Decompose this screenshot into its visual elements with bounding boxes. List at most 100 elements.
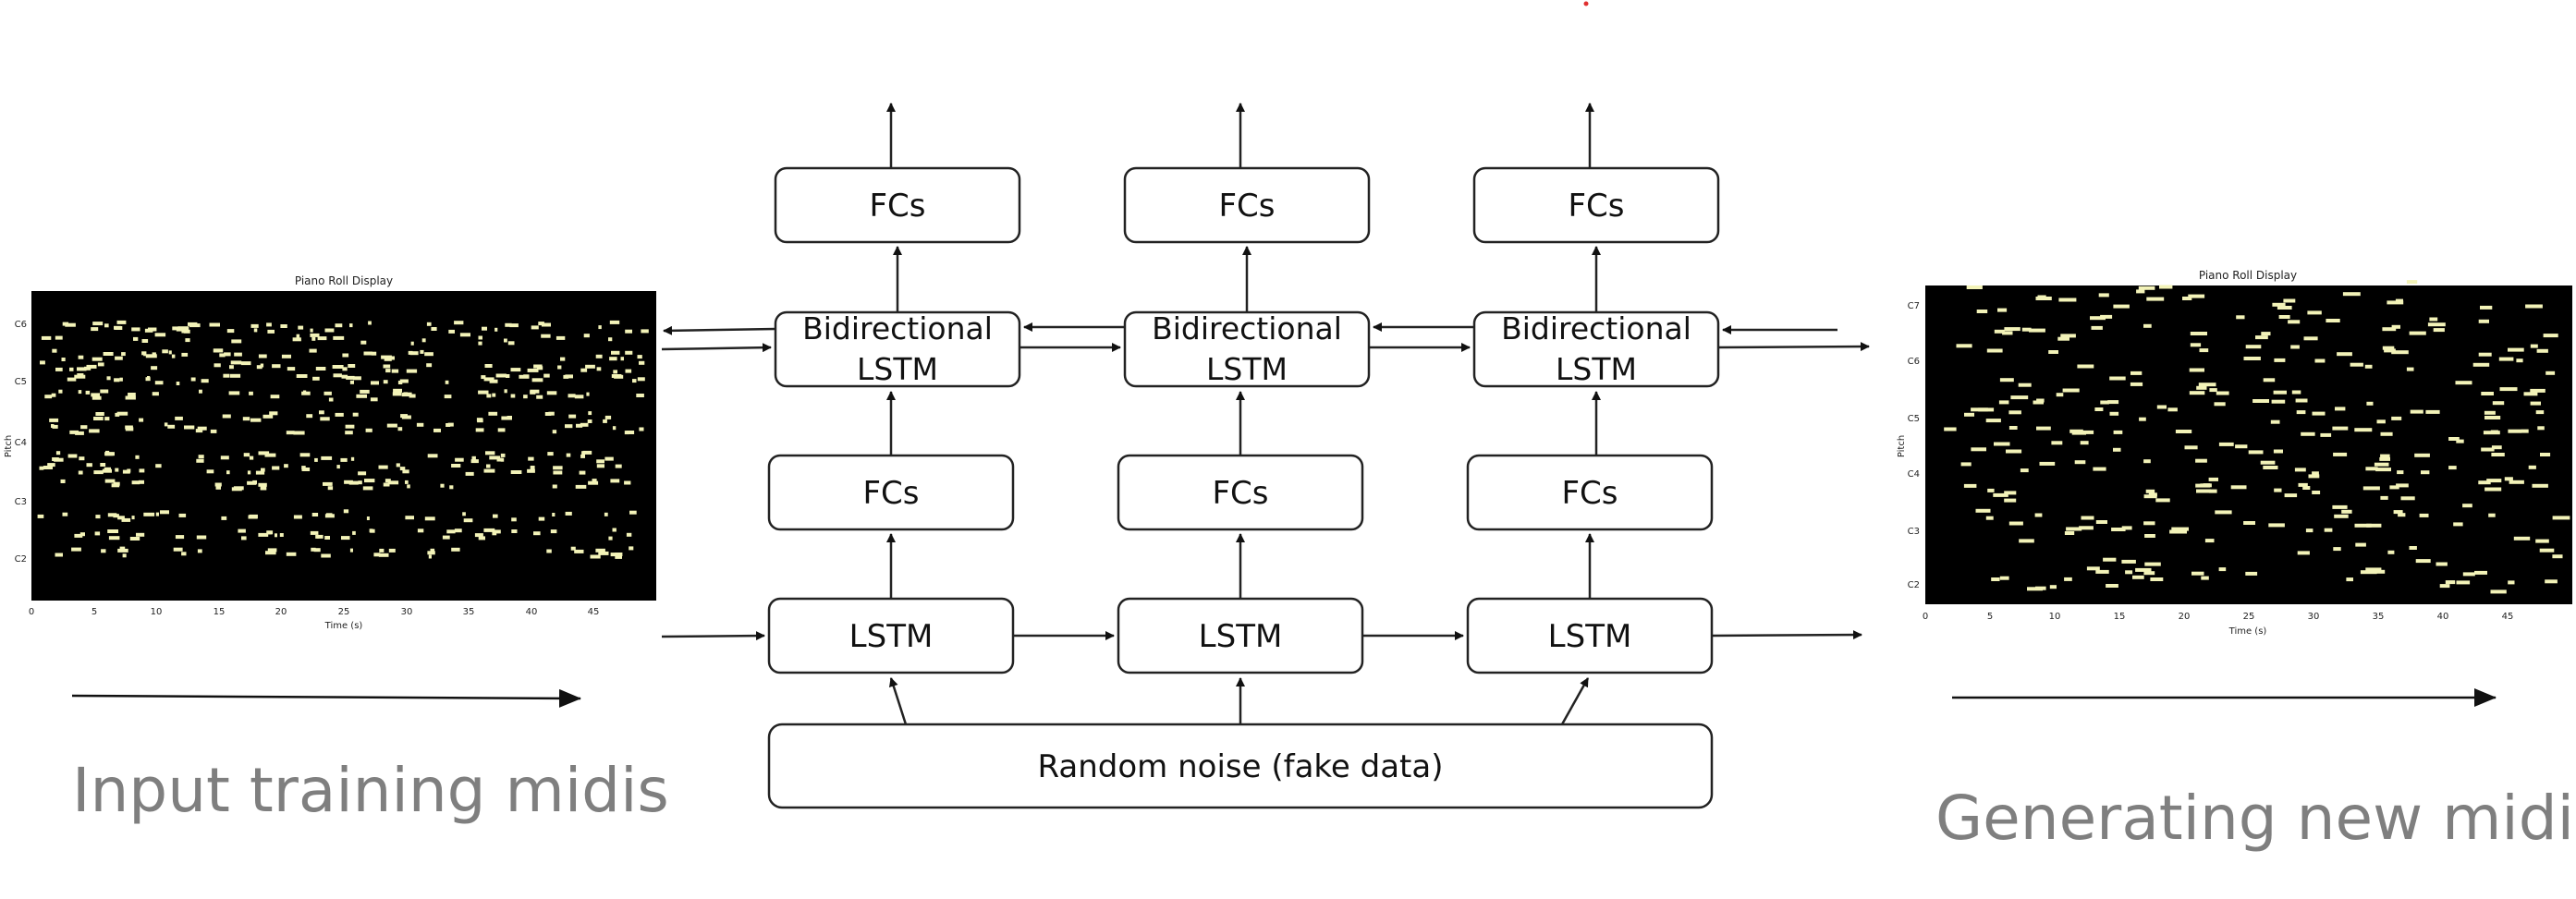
piano-roll-note [371,351,377,356]
piano-roll-note [449,485,454,490]
piano-roll-note [164,422,168,427]
piano-roll-note [2252,399,2269,403]
piano-roll-note [2391,324,2400,329]
piano-roll-note [2516,358,2523,363]
piano-roll-note [2462,504,2472,508]
piano-roll-note [2200,483,2212,488]
left-xtick: 0 [29,607,34,617]
piano-roll-note [210,429,217,433]
left-ytick-c6: C6 [15,320,27,330]
piano-roll-note [2263,466,2278,469]
piano-roll-note [296,374,308,378]
piano-roll-note [315,534,320,539]
piano-roll-note [2375,468,2391,472]
piano-roll-note [2545,371,2556,375]
right-roll-xticks: 0 5 10 15 20 25 30 35 40 45 [1923,612,2514,622]
piano-roll-note [2346,577,2353,582]
piano-roll-note [62,322,69,326]
piano-roll-note [2268,523,2285,528]
piano-roll-note [477,419,483,423]
piano-roll-note [93,417,104,420]
piano-roll-note [615,554,622,559]
piano-roll-note [595,548,605,553]
piano-roll-note [2086,566,2100,571]
right-roll-yticks: C2 C3 C4 C5 C6 C7 [1908,301,1920,590]
piano-roll-note [183,329,190,334]
piano-roll-note [275,533,277,538]
piano-roll-note [446,529,456,534]
piano-roll-note [167,424,176,429]
piano-roll-note [2198,383,2216,387]
piano-roll-note [363,351,372,356]
piano-roll-note [2190,343,2202,347]
piano-roll-note [2453,522,2463,527]
piano-roll-note [489,379,498,383]
piano-roll-note [2291,390,2301,395]
piano-roll-note [2094,407,2104,411]
piano-roll-note [611,350,620,355]
piano-roll-note [2333,547,2341,552]
piano-roll-note [541,322,551,327]
piano-roll-note [1999,378,2014,383]
piano-roll-note [78,355,84,359]
piano-roll-note [190,377,196,382]
piano-roll-note [119,546,126,551]
piano-roll-note [117,516,125,520]
piano-roll-note [2243,521,2255,525]
piano-roll-note [279,533,284,537]
piano-roll-note [2236,315,2245,320]
piano-roll-note [2004,491,2017,495]
red-dot-mark [1583,1,1589,6]
piano-roll-note [226,329,235,334]
piano-roll-note [79,532,85,537]
piano-roll-note [454,321,464,325]
piano-roll-note [104,479,116,483]
piano-roll-note [426,322,432,326]
piano-roll-note [371,381,379,385]
piano-roll-note [2263,378,2276,383]
piano-roll-note [92,395,102,400]
piano-roll-note [2079,526,2094,530]
piano-roll-note [462,512,466,516]
piano-roll-note [171,354,176,358]
piano-roll-note [122,469,130,474]
piano-roll-note [226,470,230,475]
piano-roll-note [311,513,319,516]
piano-roll-note [2362,486,2380,491]
piano-roll-note [428,554,432,559]
piano-roll-note [116,320,127,324]
piano-roll-note [1975,508,1991,513]
piano-roll-note [74,374,86,379]
piano-roll-note [86,364,97,369]
piano-roll-note [2509,480,2524,484]
piano-roll-note [2499,387,2518,392]
piano-roll-note [2077,430,2094,434]
piano-roll-note [2398,513,2406,517]
piano-roll-note [107,529,118,533]
piano-roll-note [574,549,584,553]
piano-roll-note [114,378,120,383]
piano-roll-note [284,464,288,468]
piano-roll-note [553,466,563,470]
piano-roll-note [2143,323,2152,328]
piano-roll-note [52,424,58,429]
piano-roll-note [575,484,587,489]
piano-roll-note [2143,494,2157,499]
piano-roll-note [108,536,120,541]
piano-roll-note [2334,514,2349,518]
piano-roll-note [2472,362,2490,367]
piano-roll-note [399,467,406,471]
piano-roll-note [213,348,224,353]
piano-roll-note [197,549,202,553]
piano-roll-note [402,469,409,474]
lstm-label-1: LSTM [849,618,934,655]
piano-roll-note [596,459,604,464]
piano-roll-note [2333,452,2348,456]
piano-roll-note [474,533,483,538]
piano-roll-note [2199,348,2209,353]
piano-roll-note [1971,447,1986,452]
fc-top-label-2: FCs [1218,188,1275,225]
left-ytick-c3: C3 [15,497,27,507]
piano-roll-note [335,412,344,417]
